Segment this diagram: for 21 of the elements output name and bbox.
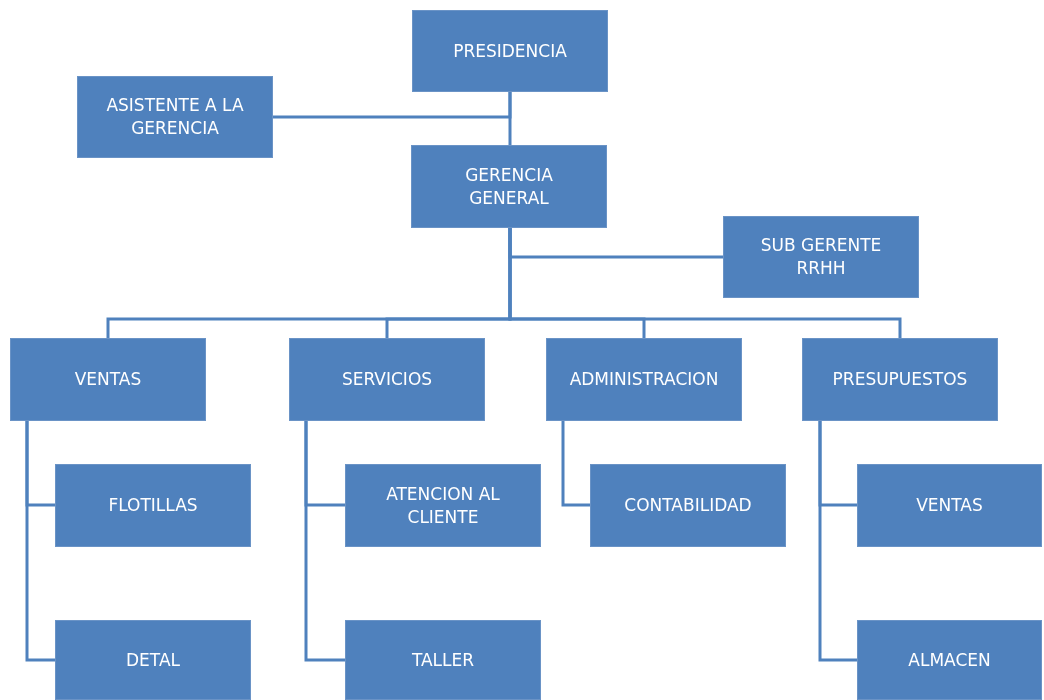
org-box: ALMACEN [857,620,1042,700]
org-box: PRESUPUESTOS [802,338,998,421]
org-box: ATENCION AL CLIENTE [345,464,541,547]
org-box: FLOTILLAS [55,464,251,547]
org-box: SUB GERENTE RRHH [723,216,919,298]
org-box: VENTAS [10,338,206,421]
connector-line [561,421,590,507]
connector-line [508,228,902,338]
org-box: VENTAS [857,464,1042,547]
org-box: ASISTENTE A LA GERENCIA [77,76,273,158]
org-box: CONTABILIDAD [590,464,786,547]
org-box: PRESIDENCIA [412,10,608,92]
org-box: SERVICIOS [289,338,485,421]
connector-line [273,92,512,119]
org-box: ADMINISTRACION [546,338,742,421]
connector-line [304,421,345,662]
org-box: TALLER [345,620,541,700]
connector-line [25,421,55,662]
org-box: DETAL [55,620,251,700]
connector-line [818,421,857,662]
org-box: GERENCIA GENERAL [411,145,607,228]
